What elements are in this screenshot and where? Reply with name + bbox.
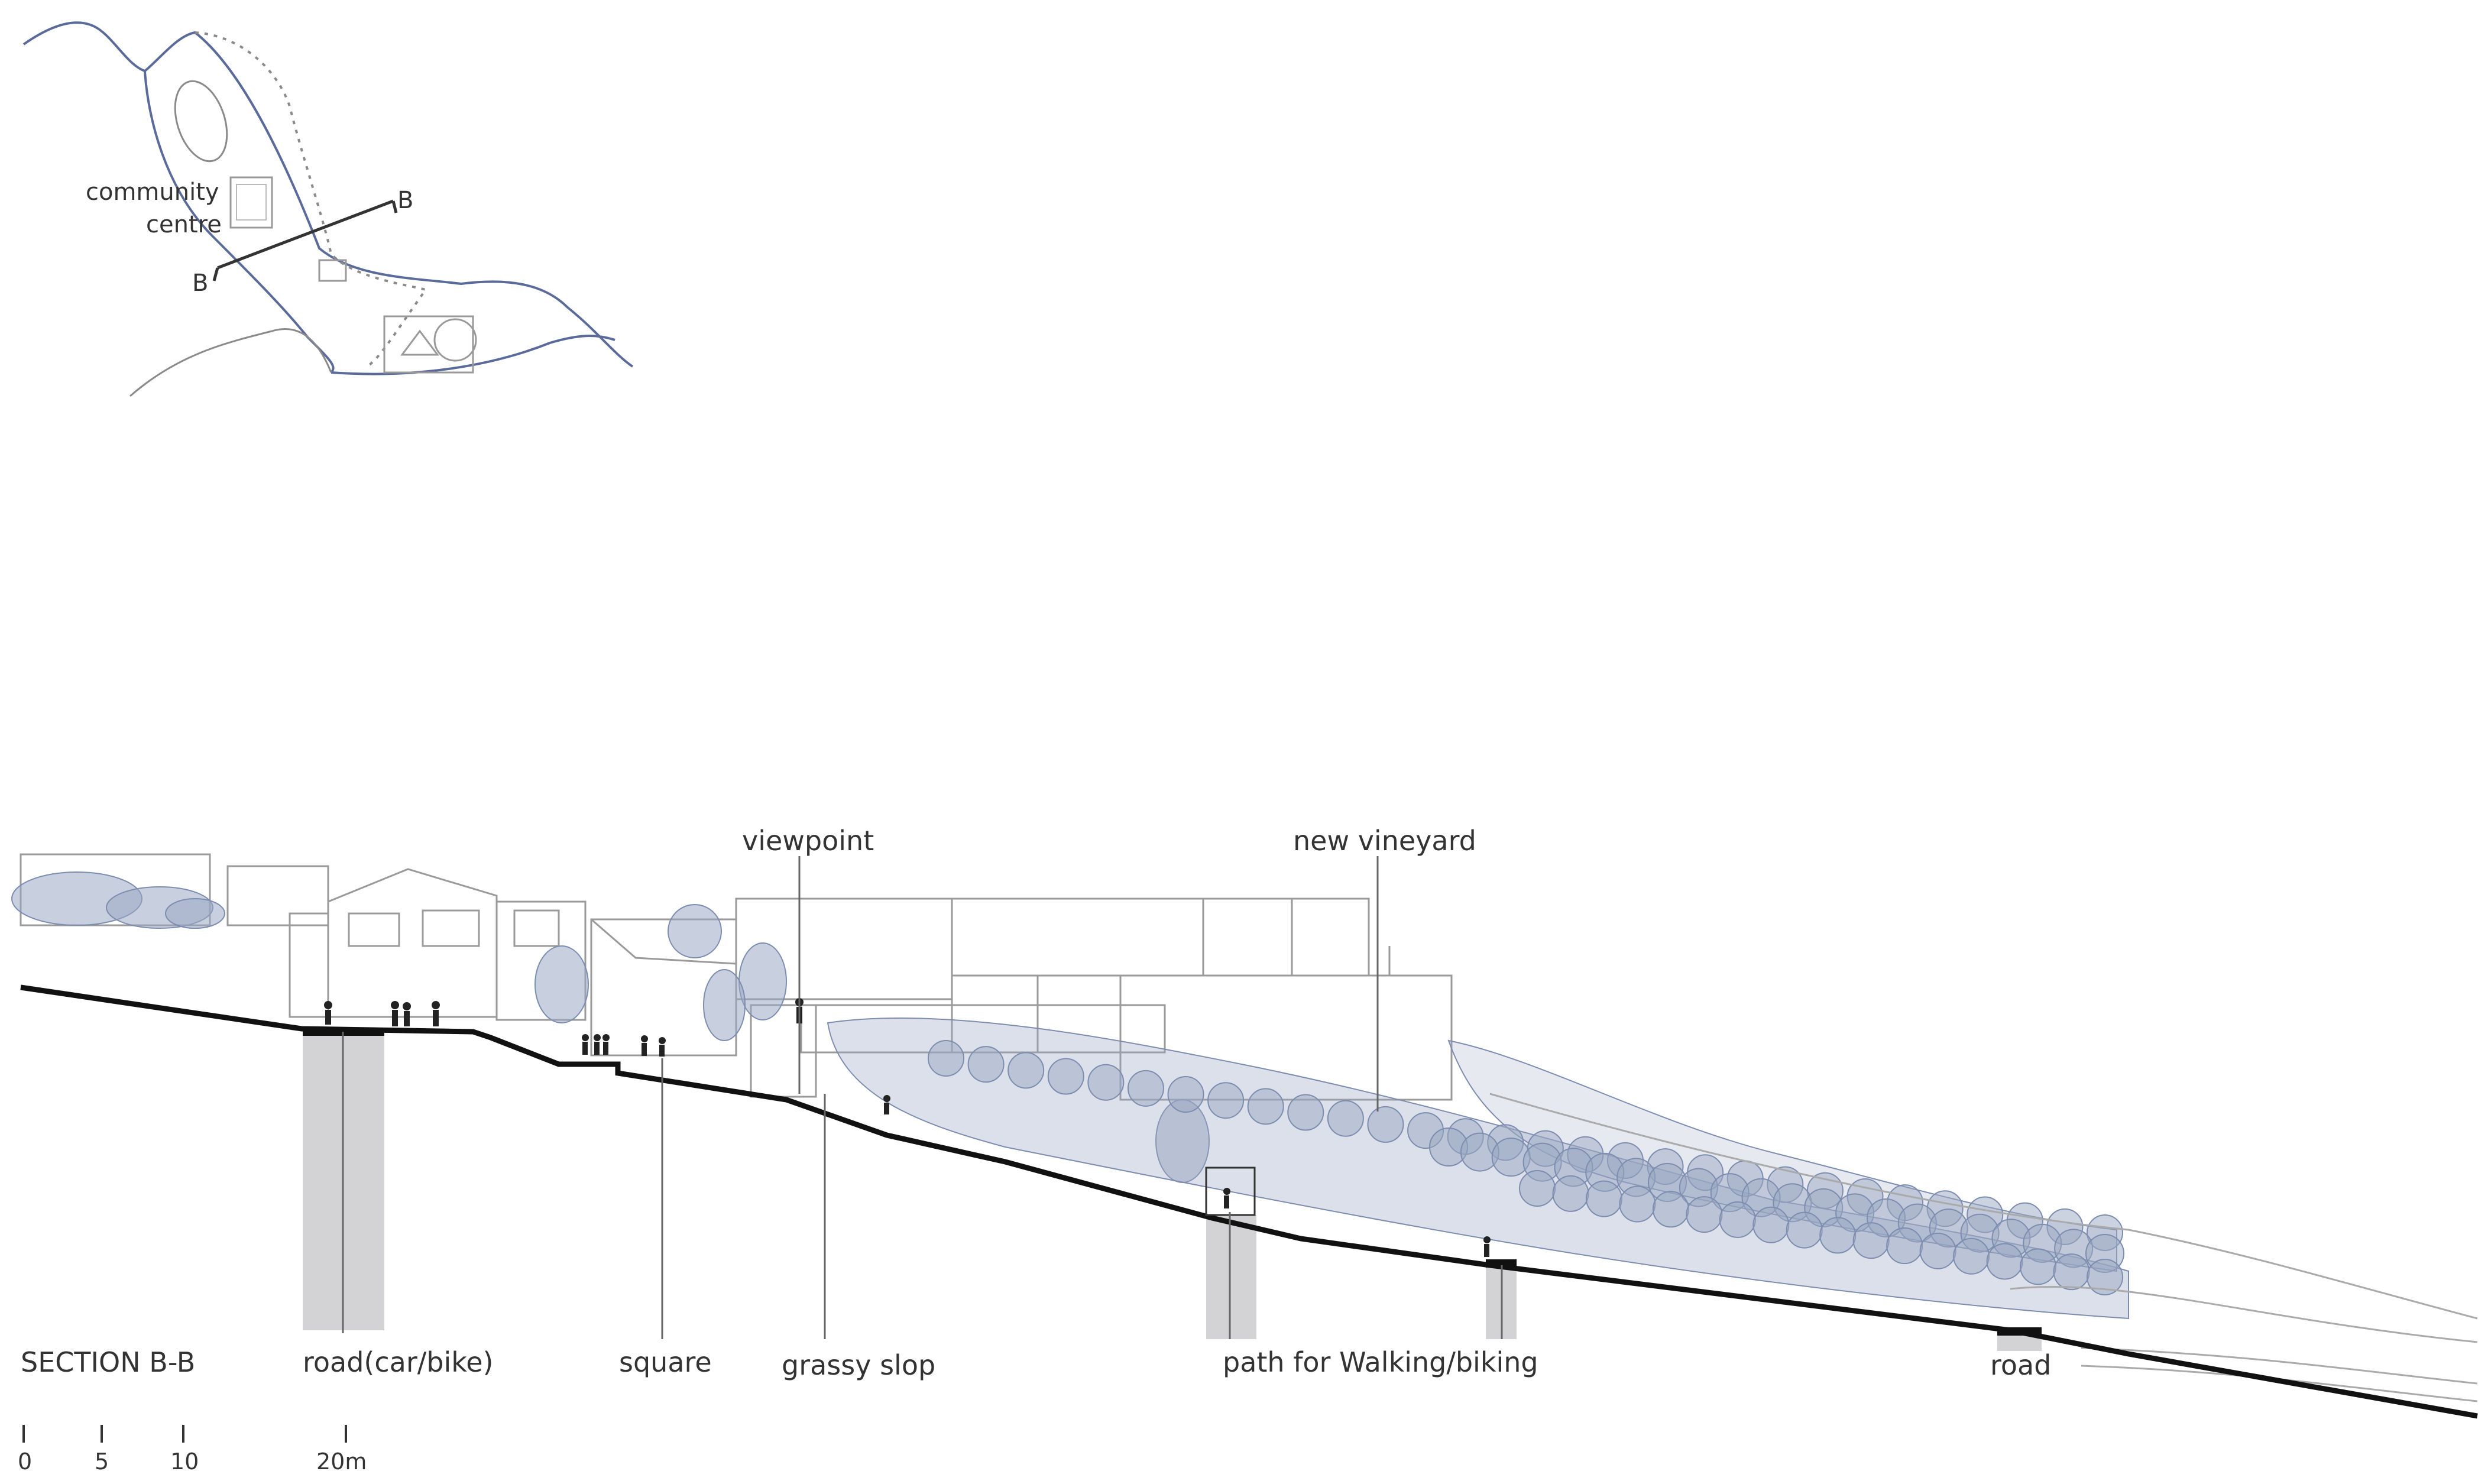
vineyard-tree bbox=[1047, 1058, 1084, 1095]
scale-tick-0: 0 bbox=[18, 1449, 32, 1475]
ground-line bbox=[20, 984, 2478, 1419]
key-map: B B community centre bbox=[22, 21, 634, 397]
vineyard-tree bbox=[1519, 1170, 1556, 1207]
vineyard-tree bbox=[1287, 1094, 1324, 1131]
label-road-car-bike: road(car/bike) bbox=[303, 1346, 494, 1378]
scale-tick-20: 20m bbox=[316, 1449, 367, 1475]
scale-bar: 0 5 10 20m bbox=[18, 1425, 367, 1475]
vineyard-tree bbox=[1127, 1070, 1164, 1107]
section-title: SECTION B-B bbox=[21, 1346, 195, 1378]
vineyard-tree bbox=[1752, 1206, 1790, 1243]
vineyard-tree bbox=[1207, 1082, 1245, 1119]
key-map-outline bbox=[22, 21, 634, 368]
community-centre-label-line2: centre bbox=[146, 211, 222, 238]
label-grassy-slop: grassy slop bbox=[782, 1349, 935, 1381]
distant-terrain bbox=[1489, 1093, 2478, 1320]
vineyard-tree bbox=[1619, 1185, 1656, 1223]
vineyard-tree bbox=[1686, 1196, 1723, 1233]
section-labels: viewpoint new vineyard SECTION B-B road(… bbox=[21, 825, 2051, 1381]
label-square: square bbox=[619, 1346, 712, 1378]
path-slab bbox=[1486, 1259, 1517, 1268]
vineyard-tree bbox=[1585, 1180, 1622, 1217]
section-cut-line bbox=[217, 199, 394, 270]
label-new-vineyard: new vineyard bbox=[1293, 825, 1476, 857]
vineyard-tree bbox=[1652, 1191, 1689, 1228]
vineyard-tree bbox=[1367, 1106, 1404, 1143]
vineyard-tree bbox=[1552, 1175, 1589, 1212]
section-mark-west: B bbox=[192, 270, 208, 297]
vineyard-tree bbox=[1719, 1201, 1756, 1238]
scale-tick-10: 10 bbox=[170, 1449, 199, 1475]
community-centre-footprint bbox=[229, 176, 273, 229]
key-map-building-south bbox=[383, 315, 474, 374]
community-centre-label-line1: community bbox=[86, 179, 219, 206]
vineyard-tree bbox=[2087, 1259, 2123, 1295]
vineyard-tree bbox=[1087, 1064, 1125, 1101]
vineyard-tree bbox=[1819, 1217, 1857, 1254]
vineyard-tree bbox=[1167, 1076, 1204, 1113]
scale-tick-5: 5 bbox=[95, 1449, 109, 1475]
vineyard-tree bbox=[1953, 1237, 1990, 1275]
label-viewpoint: viewpoint bbox=[742, 825, 874, 857]
key-map-south-edge bbox=[331, 335, 615, 375]
vineyard-tree bbox=[1886, 1227, 1923, 1265]
road-slab-east bbox=[1997, 1327, 2042, 1336]
vineyard-tree bbox=[2020, 1248, 2057, 1285]
vineyard-tree bbox=[928, 1040, 964, 1077]
key-map-building bbox=[318, 259, 347, 282]
vineyard-tree bbox=[1986, 1243, 2023, 1280]
vineyard-tree bbox=[2053, 1253, 2090, 1291]
key-map-outline-west bbox=[144, 70, 335, 374]
vineyard-tree bbox=[1327, 1100, 1364, 1137]
section-mark-east: B bbox=[397, 187, 413, 214]
path-foundation bbox=[1206, 1215, 1256, 1339]
leader-lines bbox=[342, 856, 1503, 1339]
label-road: road bbox=[1990, 1349, 2051, 1381]
vineyard-tree bbox=[1786, 1211, 1823, 1249]
vineyard-tree bbox=[1919, 1232, 1956, 1269]
key-map-terrain bbox=[129, 328, 332, 397]
vineyard-rows bbox=[928, 1040, 2124, 1295]
vineyard-tree bbox=[1247, 1088, 1284, 1125]
vineyard-tree bbox=[1007, 1052, 1045, 1089]
label-path: path for Walking/biking bbox=[1223, 1346, 1538, 1378]
key-map-oval-track bbox=[174, 80, 228, 163]
vineyard-tree bbox=[1852, 1222, 1890, 1259]
vineyard-tree bbox=[967, 1046, 1005, 1083]
key-map-path-dotted bbox=[195, 31, 428, 368]
